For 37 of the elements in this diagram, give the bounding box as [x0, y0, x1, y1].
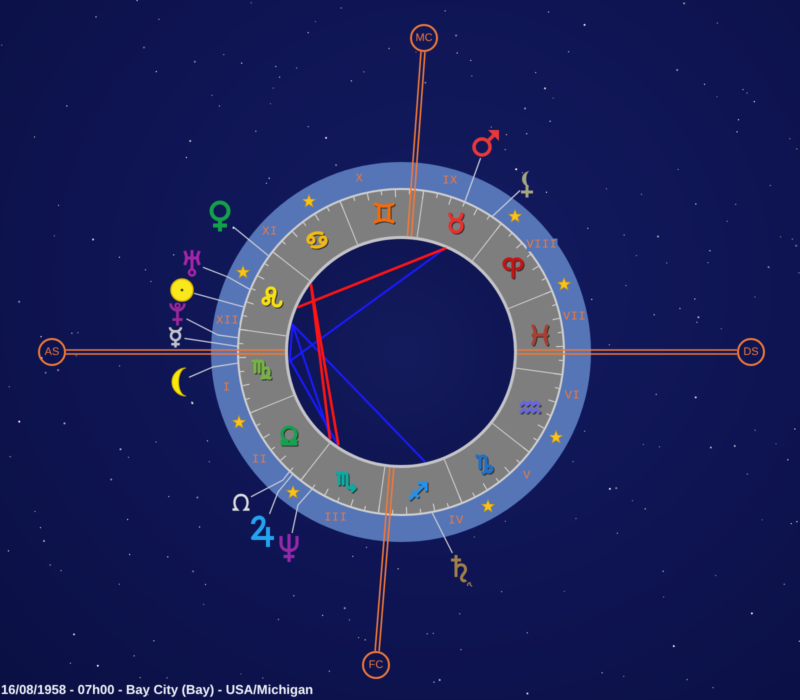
- lilith-symbol-icon: [520, 170, 534, 198]
- axis-line: [406, 51, 426, 238]
- axis-point-label: AS: [44, 346, 60, 358]
- pluto-symbol-icon: [168, 302, 186, 326]
- saturn-symbol-icon: [449, 553, 473, 587]
- axis-line: [516, 349, 738, 355]
- leader-line: [188, 362, 238, 378]
- axis-point-circle: [38, 338, 66, 366]
- leader-line: [250, 472, 290, 498]
- house-number: VIII: [526, 238, 558, 252]
- leader-line: [184, 338, 238, 347]
- leader-line: [492, 190, 520, 216]
- axis-point-label: DS: [743, 346, 759, 358]
- neptune-trident-icon: [278, 533, 300, 563]
- leader-line: [202, 266, 250, 290]
- axis-line: [65, 349, 286, 355]
- leader-line: [194, 292, 244, 308]
- venus-symbol-icon: [207, 200, 233, 232]
- leader-line: [464, 158, 482, 202]
- leader-line: [268, 474, 293, 514]
- leader-line: [232, 226, 269, 256]
- axis-line: [374, 466, 395, 652]
- jupiter-symbol-icon: [250, 514, 276, 548]
- leader-line: [292, 489, 312, 534]
- chart-caption: 16/08/1958 - 07h00 - Bay City (Bay) - USA/Michigan: [1, 682, 314, 698]
- mars-symbol-icon: [471, 128, 501, 158]
- uranus-symbol-icon: [181, 249, 203, 277]
- axis-point-circle: [362, 651, 390, 679]
- sun-symbol-icon: [170, 278, 194, 302]
- axis-point-circle: [737, 338, 765, 366]
- axis-point-label: MC: [415, 32, 433, 44]
- leader-line: [186, 318, 238, 338]
- axis-point-label: FC: [368, 659, 384, 671]
- house-number: XII: [216, 314, 240, 328]
- lunar-node-symbol-icon: [231, 493, 251, 511]
- axis-point-circle: [410, 24, 438, 52]
- leader-line: [432, 512, 453, 554]
